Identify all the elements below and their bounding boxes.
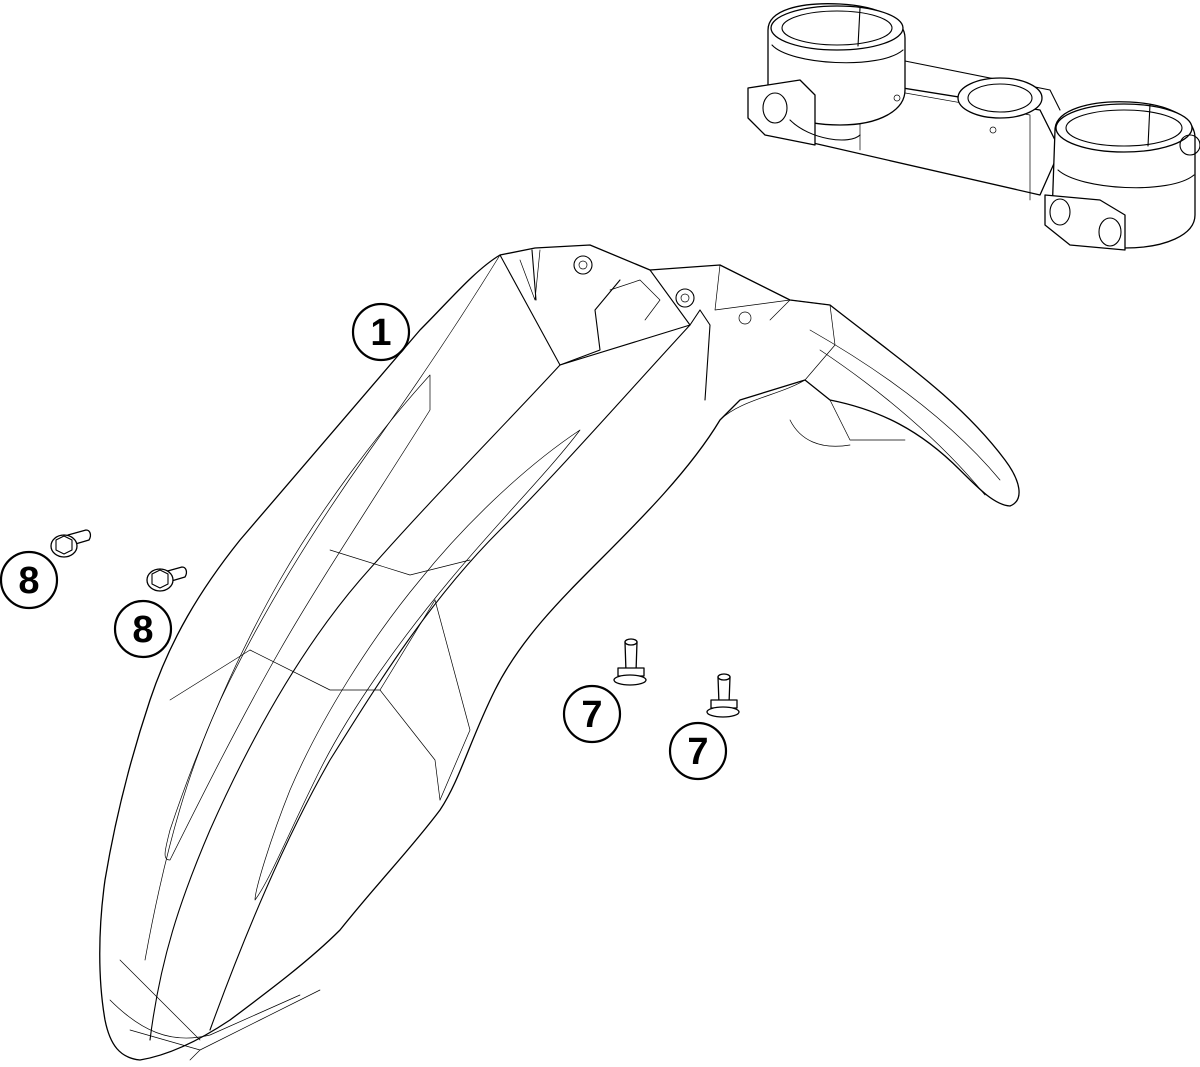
- triple-clamp: [747, 3, 1200, 251]
- callout-8b: 8: [113, 599, 173, 659]
- callout-label-8b: 8: [132, 609, 153, 651]
- screw-7a: [613, 638, 647, 686]
- callout-7b: 7: [668, 721, 728, 781]
- screw-7b: [706, 673, 740, 718]
- callout-1: 1: [351, 302, 411, 362]
- callout-7a: 7: [562, 684, 622, 744]
- callout-label-7a: 7: [581, 694, 602, 736]
- callout-label-1: 1: [370, 312, 391, 354]
- front-fender: [99, 244, 1020, 1061]
- callout-label-8a: 8: [18, 560, 39, 602]
- callout-8a: 8: [0, 550, 59, 610]
- screw-8b: [146, 566, 188, 592]
- screw-8a: [50, 529, 92, 558]
- callout-label-7b: 7: [687, 731, 708, 773]
